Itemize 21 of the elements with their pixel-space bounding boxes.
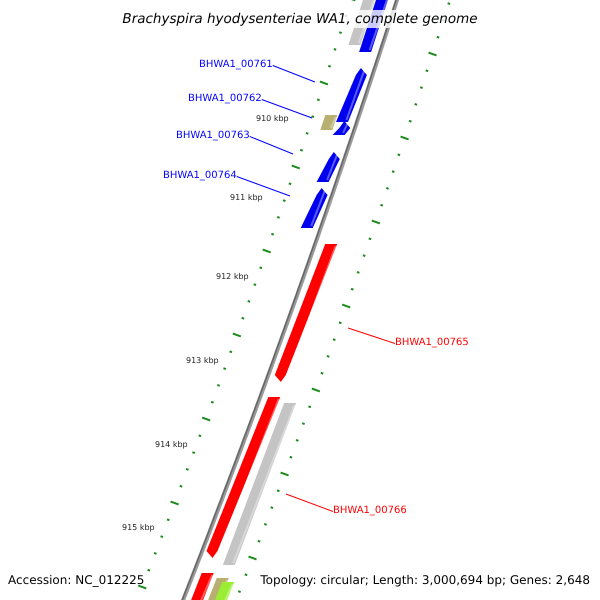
- leader-line: [261, 99, 312, 118]
- gene-label: BHWA1_00761: [199, 59, 273, 70]
- diagram-title: Brachyspira hyodysenteriae WA1, complete genome: [120, 10, 480, 28]
- leader-line: [348, 328, 396, 344]
- gene-label: BHWA1_00764: [163, 170, 237, 181]
- gene-label: BHWA1_00765: [395, 337, 469, 348]
- gene-label: BHWA1_00762: [188, 93, 262, 104]
- genome-info-text: Topology: circular; Length: 3,000,694 bp; Genes: 2,648: [260, 573, 590, 587]
- leader-line: [236, 176, 290, 196]
- leader-line: [249, 136, 294, 154]
- accession-text: Accession: NC_012225: [8, 573, 144, 587]
- tick-label: 915 kbp: [122, 523, 155, 532]
- tick-label: 912 kbp: [216, 272, 249, 281]
- tick-label: 911 kbp: [230, 193, 263, 202]
- tick-label: 913 kbp: [186, 356, 219, 365]
- gene-label: BHWA1_00766: [333, 505, 407, 516]
- gene-label: BHWA1_00763: [176, 130, 250, 141]
- tick-label: 914 kbp: [155, 440, 188, 449]
- leader-line: [272, 65, 316, 82]
- leader-line: [286, 494, 334, 512]
- tick-label: 910 kbp: [256, 114, 289, 123]
